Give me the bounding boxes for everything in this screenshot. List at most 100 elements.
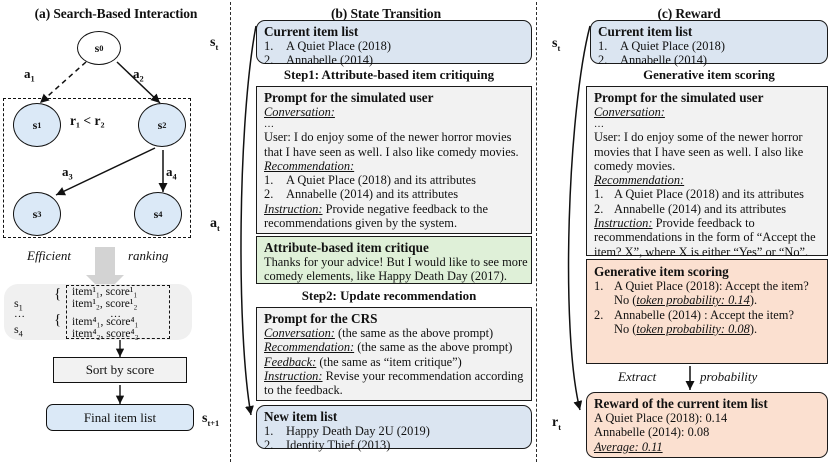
scoring-entry-1-line1: 1.A Quiet Place (2018): Accept the item? [594,279,809,293]
reward-current-item-list-box: Reward of the current item list A Quiet … [586,392,828,458]
generative-scoring-step-label: Generative item scoring [643,68,775,82]
ranking-state-label-s1: s1 [14,296,23,313]
instruction-line-1-b: Instruction: Provide negative feedback t… [264,201,489,216]
ranking-item-4-1: item⁴₁, score⁴₁ [72,316,139,328]
graph-node-s4-sub: 4 [158,209,163,219]
ranking-item-1-1: item¹₁, score¹₁ [72,286,138,298]
recommendation-label-b: Recommendation: [264,158,355,173]
current-item-list-item-2-c: 2.Annabelle (2014) [598,53,708,68]
panel-b-divider [536,2,537,462]
current-item-list-heading-c: Current item list [598,24,693,39]
current-item-list-item-1-b: 1.A Quiet Place (2018) [264,39,391,53]
prompt-crs-last-line: to the feedback. [264,383,343,398]
panel-a-graph-edges [39,61,168,404]
reward-average: Average: 0.11 [594,439,663,454]
edge-label-a2: a2 [133,66,144,84]
instruction-line-2-b: recommendations given by the system. [264,216,458,231]
ranking-item-4-2: item⁴₂, score⁴₂ [72,328,139,340]
current-item-list-item-2-b: 2.Annabelle (2014) [264,53,374,68]
brace-s4: { [54,312,62,328]
panel-a-divider [230,2,231,462]
panel-b-title: (b) State Transition [330,6,441,21]
instruction-line-3-c: item? X”, where X is either “Yes” or “No… [594,244,809,259]
graph-node-s3-label: s [32,206,38,221]
conversation-line-3-c: comedy movies. [594,158,676,173]
reward-line-1: A Quiet Place (2018): 0.14 [594,411,728,425]
panel-state-transition: (b) State Transition st at st+1 Current … [202,0,538,464]
panel-c-title: (c) Reward [657,6,721,21]
item-critique-box: Attribute-based item critique Thanks for… [256,236,532,284]
graph-node-s2-label: s [157,117,163,132]
state-group-dashed-box [3,98,191,238]
prompt-crs-row-0: Conversation: (the same as the above pro… [264,326,494,340]
extract-label-right: probability [700,369,758,384]
final-item-list-box[interactable]: Final item list [46,404,194,431]
graph-node-s4-label: s [153,206,159,221]
extract-label-left: Extract [618,369,657,384]
ranking-item-1-2: item¹₂, score¹₂ [72,298,138,310]
edge-label-a4: a4 [166,164,177,182]
prompt-user-heading-c: Prompt for the simulated user [594,90,764,105]
panel-reward: (c) Reward st rt Current item list 1.A Q… [538,0,830,464]
ranking-items-dashed-box [66,285,170,339]
conversation-line-1-c: User: I do enjoy some of the newer horro… [594,130,803,145]
reward-line-2: Annabelle (2014): 0.08 [594,425,710,440]
prompt-crs-box: Prompt for the CRS Conversation: (the sa… [256,307,532,401]
panel-a-title: (a) Search-Based Interaction [34,6,198,21]
current-item-list-box-c: Current item list 1.A Quiet Place (2018)… [590,20,828,68]
prompt-user-heading-b: Prompt for the simulated user [264,90,434,105]
scoring-entry-1-line2: No (token probability: 0.14). [614,293,758,308]
graph-node-s1-sub: 1 [37,120,42,130]
new-item-list-box: New item list 1.Happy Death Day 2U (2019… [256,405,532,453]
graph-node-s0-label: s [94,40,100,55]
graph-node-s2-sub: 2 [162,120,167,130]
item-critique-line-1: Thanks for your advice! But I would like… [264,255,528,269]
prompt-simulated-user-box-b: Prompt for the simulated user Conversati… [256,86,532,234]
new-item-list-heading: New item list [264,409,338,424]
current-item-list-heading-b: Current item list [264,24,359,39]
recommendation-item-1-c: 1.A Quiet Place (2018) and its attribute… [594,187,804,202]
graph-node-s3-sub: 3 [37,209,42,219]
conversation-label-c: Conversation: [594,105,665,119]
generative-item-scoring-heading: Generative item scoring [594,264,729,279]
conversation-ellipsis-b: … [264,119,274,131]
reward-label-rt-c: rt [552,415,562,432]
state-label-st-b: st [210,35,219,52]
ranking-caption-right: ranking [128,248,169,263]
ranking-state-label-ellipsis: … [14,308,25,320]
prompt-simulated-user-box-c: Prompt for the simulated user Conversati… [586,86,828,259]
new-item-list-item-1: 1.Happy Death Day 2U (2019) [264,424,430,438]
conversation-label-b: Conversation: [264,105,335,119]
recommendation-label-c: Recommendation: [594,173,685,188]
graph-node-s1-label: s [32,117,38,132]
sort-by-score-box[interactable]: Sort by score [53,357,187,383]
ranking-items-ellipsis: … [110,308,121,320]
recommendation-item-1-b: 1.A Quiet Place (2018) and its attribute… [264,173,476,188]
brace-s1: { [54,286,62,302]
reward-heading: Reward of the current item list [594,396,768,411]
item-critique-heading: Attribute-based item critique [264,240,429,255]
scoring-entry-2-line1: 2.Annabelle (2014) : Accept the item? [594,307,794,322]
recommendation-item-2-c: 2.Annabelle (2014) and its attributes [594,201,787,216]
reward-comparison-label: r₁ < r₂ [70,113,105,128]
recommendation-item-2-b: 2.Annabelle (2014) and its attributes [264,187,459,202]
instruction-line-2-c: recommendations in the form of “Accept t… [594,230,816,245]
current-item-list-item-1-c: 1.A Quiet Place (2018) [598,39,725,53]
prompt-crs-row-1: Recommendation: (the same as the above p… [264,340,513,355]
new-item-list-item-2: 2.Identity Thief (2013) [264,438,391,453]
ranking-group-background [4,284,192,340]
action-label-at-b: at [210,216,220,233]
panel-b-flow-arrow [240,25,257,416]
current-item-list-box-b: Current item list 1.A Quiet Place (2018)… [256,20,532,68]
generative-item-scoring-box: Generative item scoring 1.A Quiet Place … [586,259,828,364]
graph-node-s0-sub: 0 [99,43,104,53]
ranking-state-label-s4: s4 [14,322,23,339]
edge-label-a3: a3 [62,164,73,182]
conversation-line-2-b: that I have seen as well. I also like co… [264,144,519,159]
state-label-st-c: st [552,36,561,53]
